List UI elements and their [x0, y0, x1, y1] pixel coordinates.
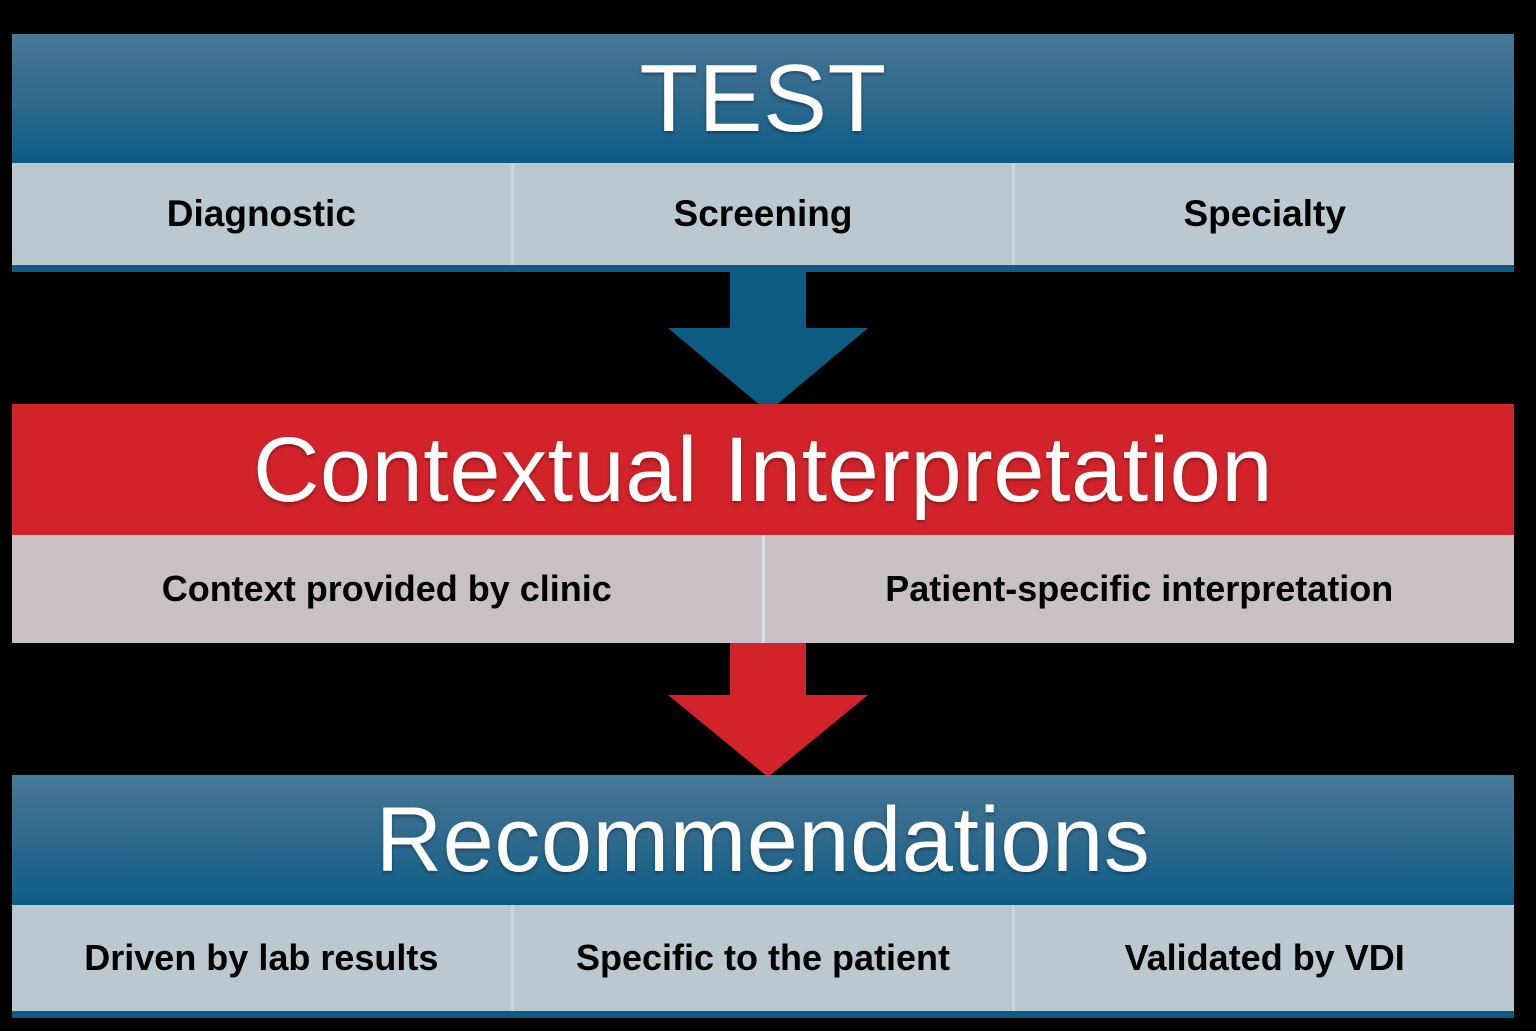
stage-recommendations-subrow: Driven by lab results Specific to the pa… [12, 905, 1514, 1018]
stage-context-subrow: Context provided by clinic Patient-speci… [12, 535, 1514, 643]
down-arrow-icon [668, 643, 868, 777]
stage-context-cell-patient-specific: Patient-specific interpretation [761, 535, 1515, 643]
stage-context-title: Contextual Interpretation [12, 404, 1514, 535]
arrow-test-to-context [0, 272, 1536, 412]
stage-recommendations-cell-lab-results: Driven by lab results [84, 937, 439, 979]
stage-contextual-interpretation: Contextual Interpretation Context provid… [12, 404, 1514, 643]
stage-test-title: TEST [12, 34, 1514, 163]
arrow-context-to-recommendations [0, 643, 1536, 777]
down-arrow-icon [668, 272, 868, 412]
stage-test-cell-screening: Screening [510, 163, 1013, 265]
stage-recommendations-cell-patient-specific: Specific to the patient [510, 905, 1013, 1011]
stage-recommendations: Recommendations Driven by lab results Sp… [12, 775, 1514, 1018]
stage-test-cell-diagnostic: Diagnostic [166, 192, 356, 234]
stage-test-cell-specialty: Specialty [1012, 163, 1514, 265]
stage-test-subrow: Diagnostic Screening Specialty [12, 163, 1514, 272]
stage-recommendations-title: Recommendations [12, 775, 1514, 905]
stage-context-cell-clinic-context: Context provided by clinic [161, 568, 612, 610]
stage-test: TEST Diagnostic Screening Specialty [12, 34, 1514, 272]
stage-recommendations-cell-vdi-validated: Validated by VDI [1012, 905, 1514, 1011]
